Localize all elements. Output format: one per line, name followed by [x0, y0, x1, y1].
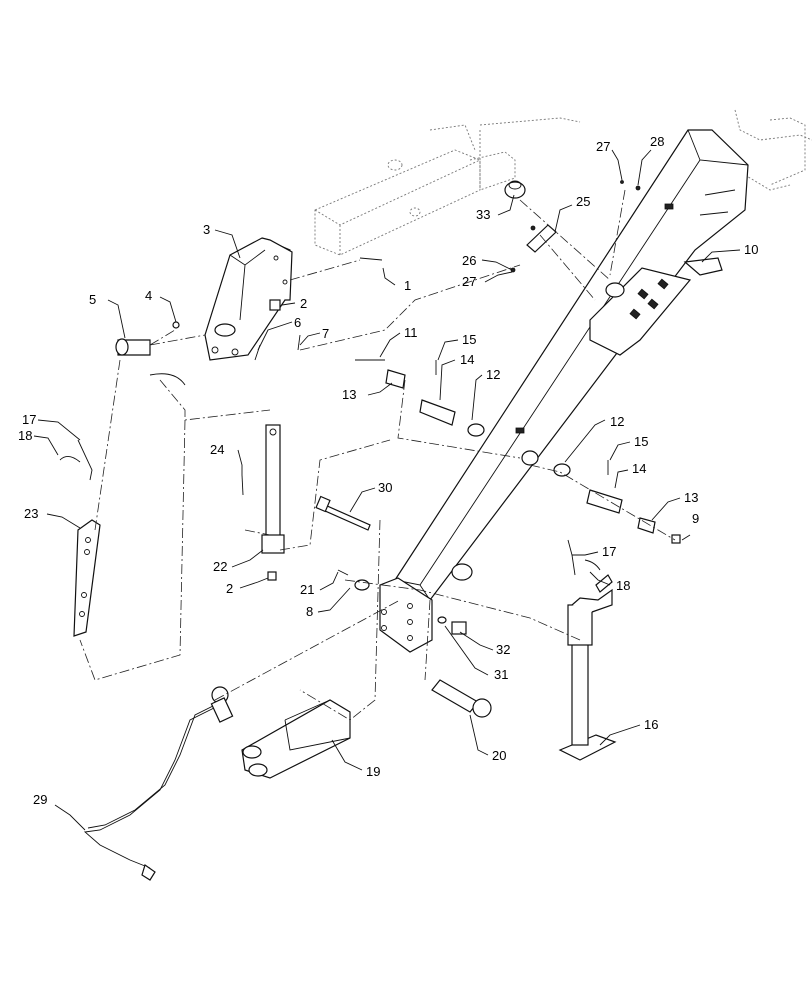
callout-2: 2: [226, 581, 233, 596]
callout-12: 12: [486, 367, 500, 382]
mount-bracket: [204, 237, 293, 361]
callout-26: 26: [462, 253, 476, 268]
callout-labels: 1 2 2 3 4 5 6 7 8 9 10 11 12 12 13 13 14…: [18, 134, 758, 807]
callout-24: 24: [210, 442, 224, 457]
callout-1: 1: [404, 278, 411, 293]
callout-9: 9: [692, 511, 699, 526]
callout-8: 8: [306, 604, 313, 619]
callout-21: 21: [300, 582, 314, 597]
hitch-clevis: [241, 699, 351, 779]
callout-14: 14: [460, 352, 474, 367]
callout-30: 30: [378, 480, 392, 495]
callout-32: 32: [496, 642, 510, 657]
callout-17: 17: [22, 412, 36, 427]
leader-lines: [33, 149, 741, 831]
callout-7: 7: [322, 326, 329, 341]
hardware: [59, 180, 681, 635]
callout-33: 33: [476, 207, 490, 222]
hitch-pin: [431, 679, 492, 718]
callout-22: 22: [213, 559, 227, 574]
callout-10: 10: [744, 242, 758, 257]
callout-2: 2: [300, 296, 307, 311]
callout-14: 14: [632, 461, 646, 476]
callout-12: 12: [610, 414, 624, 429]
callout-13: 13: [342, 387, 356, 402]
safety-chain: [83, 686, 234, 881]
support-arm: [261, 424, 285, 554]
lock-arm: [73, 519, 101, 637]
callout-28: 28: [650, 134, 664, 149]
callout-5: 5: [89, 292, 96, 307]
phantom-lines: [79, 189, 676, 721]
callout-17: 17: [602, 544, 616, 559]
callout-31: 31: [494, 667, 508, 682]
callout-20: 20: [492, 748, 506, 763]
callout-4: 4: [145, 288, 152, 303]
callout-13: 13: [684, 490, 698, 505]
tongue-beam: [379, 129, 749, 653]
callout-25: 25: [576, 194, 590, 209]
callout-18: 18: [616, 578, 630, 593]
callout-15: 15: [634, 434, 648, 449]
callout-18: 18: [18, 428, 32, 443]
callout-29: 29: [33, 792, 47, 807]
jack-stand: [558, 574, 617, 761]
callout-19: 19: [366, 764, 380, 779]
callout-11: 11: [404, 325, 418, 340]
callout-27: 27: [462, 274, 476, 289]
callout-6: 6: [294, 315, 301, 330]
callout-16: 16: [644, 717, 658, 732]
callout-3: 3: [203, 222, 210, 237]
callout-27: 27: [596, 139, 610, 154]
ghost-frame: [314, 109, 812, 256]
long-bolt: [315, 495, 371, 531]
callout-23: 23: [24, 506, 38, 521]
callout-15: 15: [462, 332, 476, 347]
